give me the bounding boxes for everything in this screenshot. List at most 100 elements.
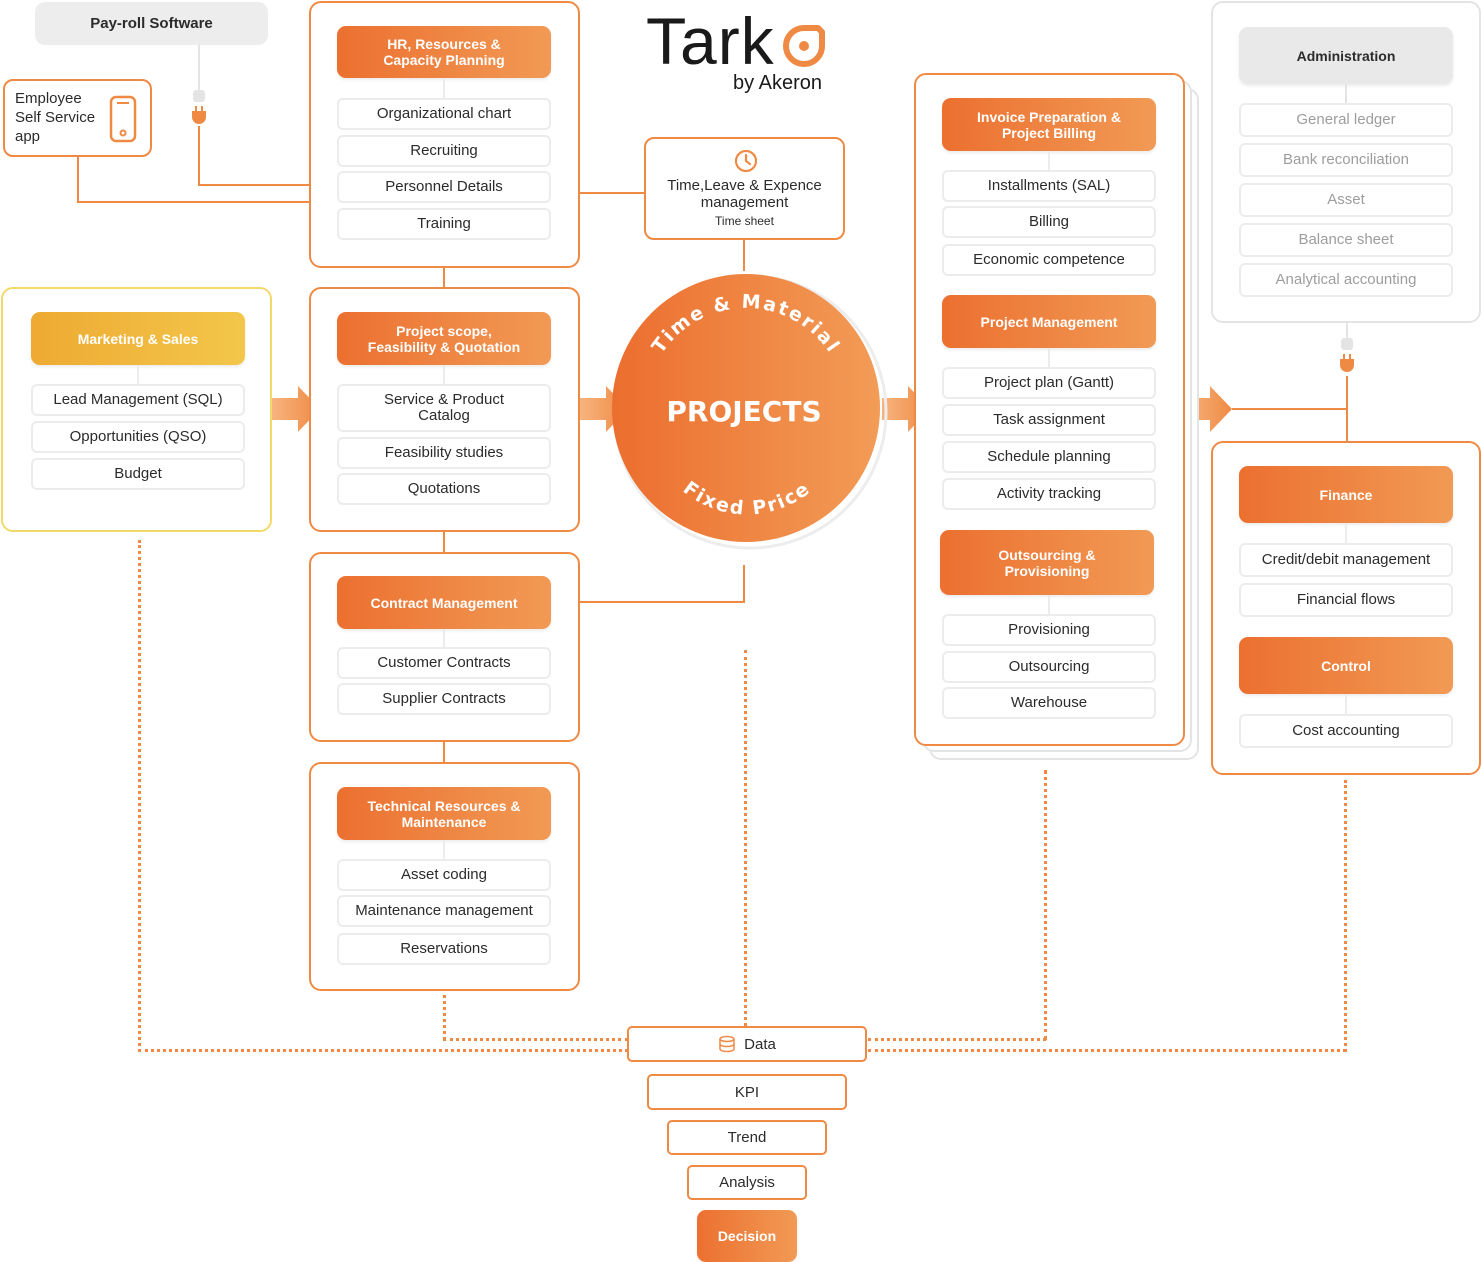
admin-item-general-ledger[interactable]: General ledger [1239, 103, 1453, 137]
arrow-right-icon [1184, 386, 1232, 432]
tech-dotted-h [443, 1038, 628, 1041]
scope-item-catalog[interactable]: Service & Product Catalog [337, 384, 551, 432]
projects-circle[interactable]: Time & Material Fixed Price PROJECTS [606, 270, 896, 560]
hr-to-scope-line [443, 267, 445, 287]
technical-title[interactable]: Technical Resources & Maintenance [337, 787, 551, 840]
pm-inner-line [1048, 348, 1050, 367]
logo-o-icon [783, 25, 825, 67]
pm-item-task-assignment[interactable]: Task assignment [942, 404, 1156, 436]
administration-inner-line [1345, 84, 1347, 103]
marketing-title[interactable]: Marketing & Sales [31, 312, 245, 365]
hr-item-organizational-chart[interactable]: Organizational chart [337, 98, 551, 130]
funnel-data[interactable]: Data [627, 1026, 867, 1062]
contract-item-customer[interactable]: Customer Contracts [337, 647, 551, 679]
finance-inner-line [1345, 523, 1347, 543]
scope-inner-line [443, 365, 445, 385]
payroll-to-hr-line [198, 184, 310, 186]
admin-item-analytical-accounting[interactable]: Analytical accounting [1239, 263, 1453, 297]
funnel-data-label: Data [744, 1035, 776, 1053]
hr-to-timeleave-line [579, 192, 645, 194]
invoice-item-economic-competence[interactable]: Economic competence [942, 244, 1156, 276]
pm-item-schedule-planning[interactable]: Schedule planning [942, 441, 1156, 473]
clock-icon [734, 149, 758, 173]
administration-title[interactable]: Administration [1239, 27, 1453, 84]
marketing-inner-line [137, 365, 139, 385]
control-item-cost-accounting[interactable]: Cost accounting [1239, 714, 1453, 748]
payroll-label: Pay-roll Software [90, 15, 213, 32]
control-inner-line [1345, 694, 1347, 714]
marketing-dotted-v [138, 540, 141, 1052]
invoice-title[interactable]: Invoice Preparation & Project Billing [942, 98, 1156, 151]
pm-item-project-plan[interactable]: Project plan (Gantt) [942, 367, 1156, 399]
payroll-connector [198, 45, 200, 93]
control-title[interactable]: Control [1239, 637, 1453, 694]
projects-title: PROJECTS [666, 395, 821, 428]
ess-down-line [77, 156, 79, 203]
marketing-item-opportunities[interactable]: Opportunities (QSO) [31, 421, 245, 453]
technical-item-asset-coding[interactable]: Asset coding [337, 859, 551, 891]
contract-to-tech-line [443, 742, 445, 762]
right-to-finance-h [1232, 408, 1348, 410]
ess-app-box[interactable]: Employee Self Service app [3, 79, 152, 157]
projects-to-contract-v [743, 565, 745, 603]
admin-item-asset[interactable]: Asset [1239, 183, 1453, 217]
tech-dotted-v [443, 995, 446, 1040]
outsourcing-inner-line [1048, 595, 1050, 614]
right-dotted-h [868, 1049, 1346, 1052]
projects-to-contract-h [579, 601, 745, 603]
admin-plug-line [1346, 322, 1348, 344]
hr-item-recruiting[interactable]: Recruiting [337, 135, 551, 167]
admin-item-balance-sheet[interactable]: Balance sheet [1239, 223, 1453, 257]
plug-icon [192, 90, 206, 124]
technical-item-reservations[interactable]: Reservations [337, 933, 551, 965]
scope-item-quotations[interactable]: Quotations [337, 473, 551, 505]
contract-title[interactable]: Contract Management [337, 576, 551, 629]
technical-item-maintenance[interactable]: Maintenance management [337, 895, 551, 927]
scope-title[interactable]: Project scope, Feasibility & Quotation [337, 312, 551, 365]
funnel-decision[interactable]: Decision [697, 1210, 797, 1262]
marketing-item-budget[interactable]: Budget [31, 458, 245, 490]
hr-title[interactable]: HR, Resources & Capacity Planning [337, 26, 551, 78]
outsourcing-title[interactable]: Outsourcing & Provisioning [940, 530, 1154, 595]
outsourcing-item-outsourcing[interactable]: Outsourcing [942, 651, 1156, 683]
hr-item-training[interactable]: Training [337, 208, 551, 240]
finance-item-credit-debit[interactable]: Credit/debit management [1239, 543, 1453, 577]
invoice-inner-line [1048, 151, 1050, 170]
timeleave-box[interactable]: Time,Leave & Expence management Time she… [644, 137, 845, 240]
tarko-logo: Tark by Akeron [646, 6, 826, 96]
finance-title[interactable]: Finance [1239, 466, 1453, 523]
hr-inner-line [443, 78, 445, 98]
pm-item-activity-tracking[interactable]: Activity tracking [942, 478, 1156, 510]
rightmid-dotted-v [1044, 770, 1047, 1040]
admin-item-bank-reconciliation[interactable]: Bank reconciliation [1239, 143, 1453, 177]
outsourcing-item-provisioning[interactable]: Provisioning [942, 614, 1156, 646]
scope-to-contract-line [443, 532, 445, 552]
finance-item-financial-flows[interactable]: Financial flows [1239, 583, 1453, 617]
ess-to-hr-line [77, 201, 310, 203]
ess-label: Employee Self Service app [15, 90, 96, 145]
funnel-trend[interactable]: Trend [667, 1120, 827, 1155]
finance-dotted-v [1344, 780, 1347, 1052]
hr-item-personnel-details[interactable]: Personnel Details [337, 171, 551, 203]
outsourcing-item-warehouse[interactable]: Warehouse [942, 687, 1156, 719]
timeleave-to-projects-line [743, 239, 745, 271]
logo-byline: by Akeron [733, 72, 822, 94]
rightmid-dotted-h [868, 1038, 1046, 1041]
funnel-analysis[interactable]: Analysis [687, 1165, 807, 1200]
payroll-software[interactable]: Pay-roll Software [35, 2, 268, 45]
invoice-item-installments[interactable]: Installments (SAL) [942, 170, 1156, 202]
scope-item-feasibility[interactable]: Feasibility studies [337, 437, 551, 469]
arrow-right-icon [272, 386, 320, 432]
pm-title[interactable]: Project Management [942, 295, 1156, 348]
technical-inner-line [443, 840, 445, 859]
payroll-connector-orange [198, 126, 200, 186]
marketing-item-lead-management[interactable]: Lead Management (SQL) [31, 384, 245, 416]
plug-icon [1340, 338, 1354, 372]
contract-item-supplier[interactable]: Supplier Contracts [337, 683, 551, 715]
center-dotted-v [744, 650, 747, 1026]
funnel-kpi[interactable]: KPI [647, 1074, 847, 1110]
timeleave-title: Time,Leave & Expence management [667, 177, 822, 211]
invoice-item-billing[interactable]: Billing [942, 206, 1156, 238]
contract-inner-line [443, 629, 445, 647]
logo-wordmark: Tark [646, 4, 775, 78]
